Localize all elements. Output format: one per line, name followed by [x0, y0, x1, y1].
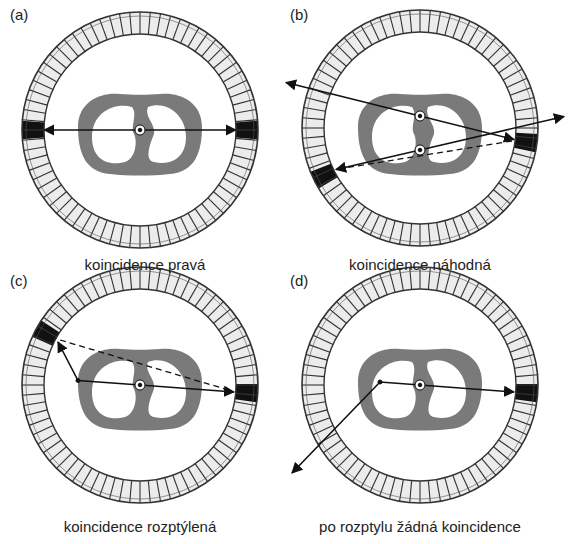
detector-ring — [22, 12, 258, 248]
active-detector — [310, 164, 337, 189]
detector-rings — [22, 10, 538, 503]
detector-ring — [302, 10, 538, 246]
annihilation-points — [76, 111, 425, 390]
torso — [78, 349, 202, 431]
active-detector — [32, 320, 59, 345]
panel-letter: (c) — [10, 272, 28, 289]
panel-caption: po rozptylu žádná koincidence — [319, 518, 521, 535]
panel-caption: koincidence rozptýlená — [64, 518, 217, 535]
active-detector — [235, 384, 258, 402]
panel-letter: (b) — [290, 6, 308, 23]
detector-ring — [302, 267, 538, 503]
torso — [358, 94, 482, 176]
photon-paths — [44, 83, 564, 474]
active-detector — [515, 384, 538, 402]
detector-ring — [22, 267, 258, 503]
panel-letter: (a) — [10, 6, 28, 23]
panel-letter: (d) — [290, 272, 308, 289]
panel-caption: koincidence pravá — [85, 256, 206, 273]
torso — [358, 349, 482, 431]
torso — [78, 94, 202, 176]
active-detector — [236, 121, 258, 140]
active-detector — [514, 133, 538, 152]
active-detector — [22, 121, 44, 140]
panel-caption: koincidence náhodná — [349, 256, 491, 273]
